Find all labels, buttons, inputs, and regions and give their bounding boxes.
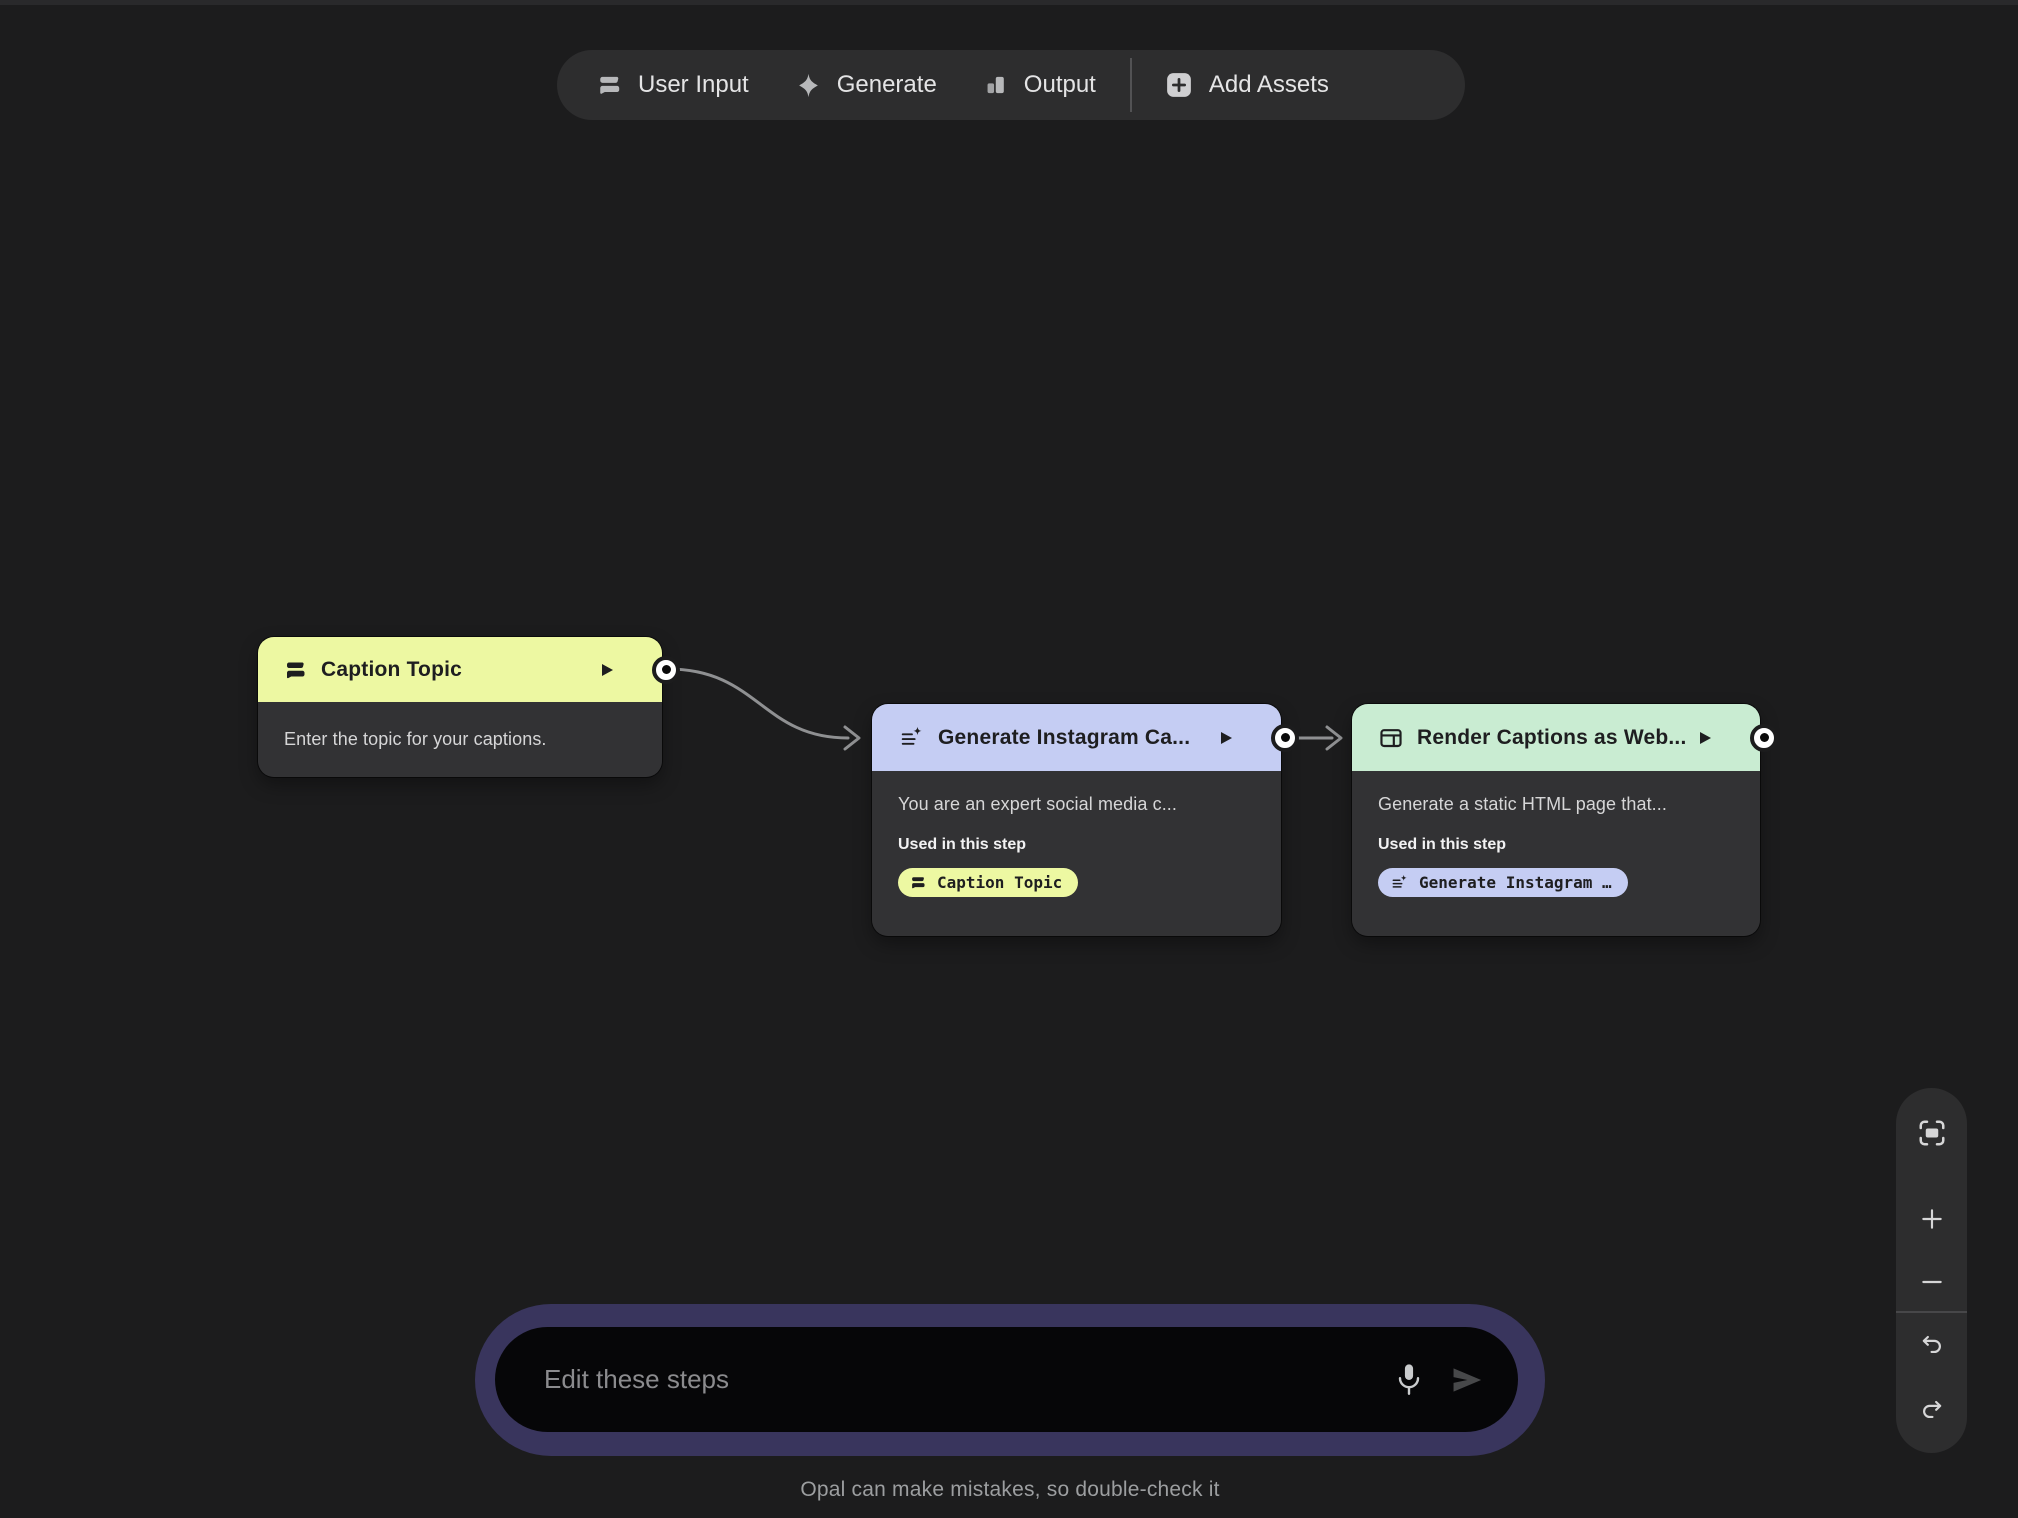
minus-icon: [1921, 1280, 1942, 1284]
reference-chip-caption-topic: Caption Topic: [898, 868, 1079, 897]
text-sparkle-icon: [1392, 874, 1407, 888]
output-port[interactable]: [1750, 723, 1778, 752]
play-icon: [1221, 731, 1232, 744]
output-port[interactable]: [652, 655, 680, 684]
user-input-icon: [600, 76, 620, 94]
toolbar-add-assets-label: Add Assets: [1208, 71, 1329, 98]
controls-divider: [1896, 1311, 1967, 1313]
toolbar-generate-button[interactable]: Generate: [795, 71, 937, 99]
node-title: Generate Instagram Ca...: [938, 725, 1191, 749]
zoom-in-button[interactable]: [1910, 1197, 1954, 1241]
toolbar-divider: [1129, 58, 1132, 112]
toolbar-user-input-button[interactable]: User Input: [597, 71, 749, 99]
node-description: You are an expert social media c...: [898, 794, 1177, 814]
output-port[interactable]: [1271, 723, 1299, 752]
node-title: Render Captions as Web...: [1417, 725, 1687, 749]
user-input-icon: [287, 662, 305, 678]
toolbar-generate-label: Generate: [836, 71, 937, 98]
microphone-icon: [1398, 1363, 1420, 1395]
node-description: Enter the topic for your captions.: [284, 729, 547, 749]
add-icon: [1166, 73, 1191, 97]
used-in-step-label: Used in this step: [1378, 836, 1507, 853]
used-in-step-label: Used in this step: [898, 836, 1027, 853]
node-generate-header[interactable]: Generate Instagram Ca...: [872, 704, 1299, 771]
chip-label: Generate Instagram …: [1419, 873, 1612, 892]
canvas-controls: [1896, 1088, 1967, 1453]
node-render-captions-webpage[interactable]: Render Captions as Web... Generate a sta…: [1352, 704, 1778, 936]
edge-node1-node2-arrowhead: [843, 725, 861, 751]
toolbar-output-button[interactable]: Output: [983, 71, 1096, 99]
mic-button[interactable]: [1394, 1362, 1424, 1398]
run-step-button[interactable]: [601, 663, 614, 677]
node-caption-topic-header[interactable]: Caption Topic: [258, 637, 680, 702]
webpage-icon: [1380, 728, 1402, 747]
zoom-out-button[interactable]: [1910, 1260, 1954, 1304]
play-icon: [1700, 731, 1711, 744]
edge-node2-node3-arrowhead: [1325, 725, 1343, 751]
edit-steps-input[interactable]: [542, 1363, 1394, 1396]
composer-bar: [475, 1304, 1545, 1456]
fit-to-screen-button[interactable]: [1910, 1111, 1954, 1155]
redo-icon: [1922, 1400, 1941, 1419]
send-icon: [1453, 1367, 1482, 1392]
top-edge-strip: [0, 0, 2018, 5]
toolbar-add-assets-button[interactable]: Add Assets: [1164, 70, 1329, 100]
edge-node1-node2: [666, 667, 850, 740]
node-caption-topic[interactable]: Caption Topic Enter the topic for your c…: [258, 637, 680, 777]
redo-button[interactable]: [1910, 1388, 1954, 1432]
bar-chart-icon: [987, 76, 1004, 94]
reference-chip-generate-instagram: Generate Instagram …: [1378, 868, 1628, 897]
node-title: Caption Topic: [321, 657, 463, 681]
run-step-button[interactable]: [1699, 731, 1712, 745]
plus-icon: [1921, 1209, 1942, 1229]
toolbar-output-label: Output: [1023, 71, 1096, 98]
node-description: Generate a static HTML page that...: [1378, 794, 1667, 814]
node-render-header[interactable]: Render Captions as Web...: [1352, 704, 1778, 771]
text-sparkle-icon: [901, 726, 922, 745]
composer-field: [495, 1327, 1518, 1432]
undo-icon: [1922, 1335, 1941, 1354]
run-step-button[interactable]: [1220, 731, 1233, 745]
chip-label: Caption Topic: [937, 873, 1063, 892]
user-input-icon: [912, 877, 925, 889]
node-palette-toolbar: User Input Generate Output Add Assets: [557, 50, 1465, 120]
fit-screen-icon: [1919, 1120, 1944, 1146]
toolbar-user-input-label: User Input: [638, 71, 749, 98]
node-generate-instagram-captions[interactable]: Generate Instagram Ca... You are an expe…: [872, 704, 1299, 936]
play-icon: [602, 663, 613, 676]
undo-button[interactable]: [1910, 1323, 1954, 1367]
send-button[interactable]: [1450, 1363, 1484, 1397]
disclaimer-text: Opal can make mistakes, so double-check …: [800, 1478, 1220, 1501]
sparkle-icon: [798, 73, 818, 97]
